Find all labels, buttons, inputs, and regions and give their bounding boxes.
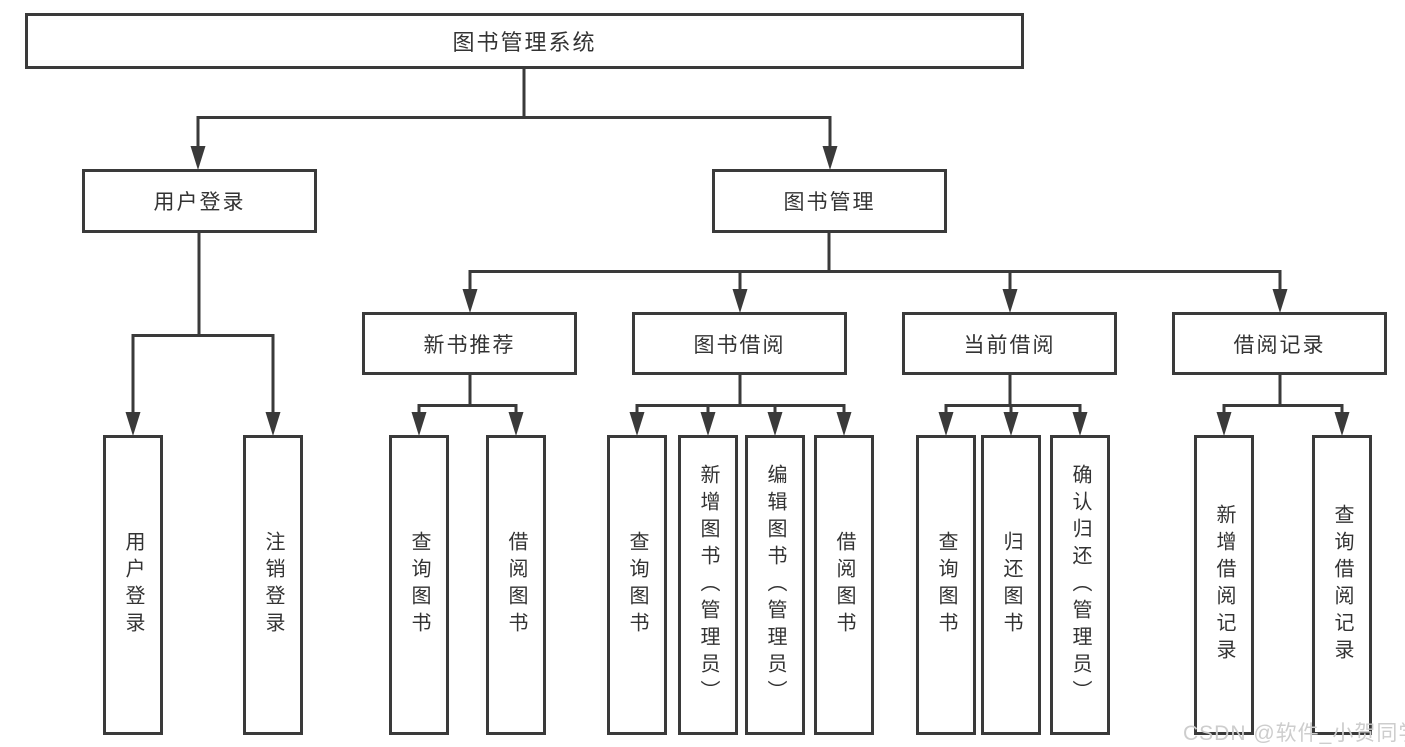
node-user-login-label: 用户登录 xyxy=(153,191,246,214)
node-user-login: 用户登录 xyxy=(82,169,317,233)
leaf-bb-borrow-books: 借阅图书 xyxy=(814,435,874,735)
node-book-management-label: 图书管理 xyxy=(783,191,876,214)
node-root: 图书管理系统 xyxy=(25,13,1024,69)
leaf-cb-return-books: 归还图书 xyxy=(981,435,1041,735)
leaf-user-login-label: 用户登录 xyxy=(122,531,144,639)
leaf-nb-borrow-books-label: 借阅图书 xyxy=(505,531,527,639)
leaf-nb-borrow-books: 借阅图书 xyxy=(486,435,546,735)
node-new-book-recommend: 新书推荐 xyxy=(362,312,577,375)
node-book-borrow-label: 图书借阅 xyxy=(693,333,786,357)
node-current-borrow-label: 当前借阅 xyxy=(963,333,1056,357)
leaf-bb-query-books-label: 查询图书 xyxy=(626,531,648,639)
node-borrow-records: 借阅记录 xyxy=(1172,312,1387,375)
node-book-management: 图书管理 xyxy=(712,169,947,233)
leaf-bb-borrow-books-label: 借阅图书 xyxy=(833,531,855,639)
leaf-br-query-record: 查询借阅记录 xyxy=(1312,435,1372,735)
leaf-logout-label: 注销登录 xyxy=(262,531,284,639)
leaf-logout: 注销登录 xyxy=(243,435,303,735)
leaf-cb-return-books-label: 归还图书 xyxy=(1000,531,1022,639)
csdn-watermark: CSDN @软件_小贺同学 xyxy=(1183,722,1405,745)
leaf-user-login: 用户登录 xyxy=(103,435,163,735)
leaf-bb-edit-books-admin: 编辑图书（管理员） xyxy=(745,435,805,735)
leaf-cb-query-books-label: 查询图书 xyxy=(935,531,957,639)
node-book-borrow: 图书借阅 xyxy=(632,312,847,375)
leaf-cb-query-books: 查询图书 xyxy=(916,435,976,735)
node-new-book-recommend-label: 新书推荐 xyxy=(423,333,516,357)
leaf-nb-query-books: 查询图书 xyxy=(389,435,449,735)
leaf-br-query-record-label: 查询借阅记录 xyxy=(1331,504,1353,666)
leaf-bb-edit-books-admin-label: 编辑图书（管理员） xyxy=(764,463,786,707)
leaf-cb-confirm-return-admin-label: 确认归还（管理员） xyxy=(1069,463,1091,707)
leaf-bb-add-books-admin: 新增图书（管理员） xyxy=(678,435,738,735)
leaf-cb-confirm-return-admin: 确认归还（管理员） xyxy=(1050,435,1110,735)
node-borrow-records-label: 借阅记录 xyxy=(1233,333,1326,357)
node-current-borrow: 当前借阅 xyxy=(902,312,1117,375)
leaf-br-add-record: 新增借阅记录 xyxy=(1194,435,1254,735)
leaf-br-add-record-label: 新增借阅记录 xyxy=(1213,504,1235,666)
leaf-bb-add-books-admin-label: 新增图书（管理员） xyxy=(697,463,719,707)
leaf-bb-query-books: 查询图书 xyxy=(607,435,667,735)
leaf-nb-query-books-label: 查询图书 xyxy=(408,531,430,639)
node-root-label: 图书管理系统 xyxy=(452,30,597,55)
